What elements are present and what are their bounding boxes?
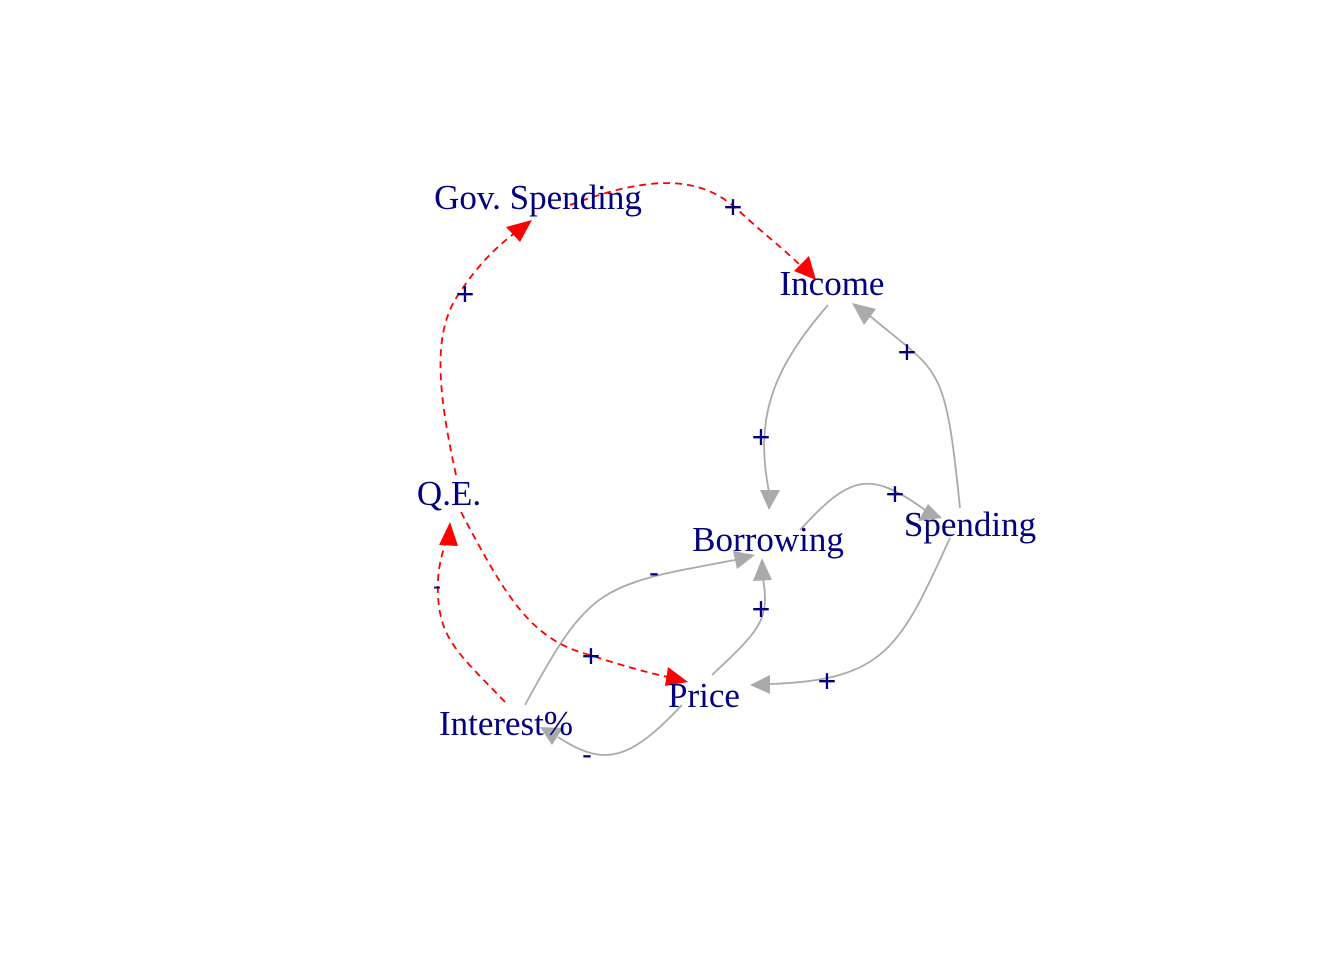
- sign-interest-to-borrowing: -: [649, 556, 659, 589]
- sign-interest-to-qe: -: [433, 573, 441, 600]
- sign-spending-to-income: +: [898, 334, 917, 370]
- arrowhead-spending-to-price: [750, 675, 770, 694]
- node-interest: Interest%: [439, 704, 573, 743]
- feedback-edges: + + + + + - -: [524, 303, 961, 771]
- sign-qe-to-gov-spending: +: [456, 276, 475, 312]
- arrowhead-income-to-borrowing: [760, 490, 780, 510]
- arrowhead-price-to-borrowing: [753, 558, 772, 581]
- arrowhead-qe-to-price: [665, 667, 688, 686]
- arrowhead-price-to-interest: [540, 727, 563, 745]
- sign-borrowing-to-spending: +: [886, 476, 905, 512]
- nodes: Gov. Spending Income Q.E. Borrowing Spen…: [417, 178, 1036, 743]
- edge-qe-to-gov-spending: [439, 231, 517, 476]
- edge-income-to-borrowing: [763, 304, 829, 493]
- arrowhead-spending-to-income: [852, 303, 876, 325]
- edge-price-to-borrowing: [711, 577, 766, 676]
- policy-edges: + + + -: [433, 182, 816, 703]
- arrowhead-qe-to-gov-spending: [506, 220, 532, 242]
- edge-interest-to-qe: [436, 544, 506, 703]
- arrowhead-interest-to-borrowing: [733, 551, 755, 569]
- arrowhead-interest-to-qe: [439, 522, 458, 546]
- sign-qe-to-price: +: [582, 638, 601, 674]
- edge-borrowing-to-spending: [799, 482, 926, 531]
- edge-spending-to-price: [769, 537, 951, 685]
- edge-spending-to-income: [869, 315, 961, 509]
- node-gov-spending: Gov. Spending: [434, 178, 642, 217]
- arrowhead-gov-spending-to-income: [794, 256, 816, 280]
- edge-price-to-interest: [557, 704, 683, 756]
- sign-price-to-borrowing: +: [752, 591, 771, 627]
- edge-qe-to-price: [460, 511, 669, 678]
- node-qe: Q.E.: [417, 474, 481, 513]
- node-spending: Spending: [904, 505, 1036, 544]
- arrowhead-borrowing-to-spending: [918, 504, 942, 521]
- sign-spending-to-price: +: [818, 663, 837, 699]
- sign-price-to-interest: -: [582, 738, 592, 771]
- node-income: Income: [780, 264, 885, 303]
- sign-income-to-borrowing: +: [752, 419, 771, 455]
- node-price: Price: [668, 676, 740, 715]
- node-borrowing: Borrowing: [692, 520, 844, 559]
- sign-gov-spending-to-income: +: [724, 189, 743, 225]
- edge-interest-to-borrowing: [524, 559, 736, 706]
